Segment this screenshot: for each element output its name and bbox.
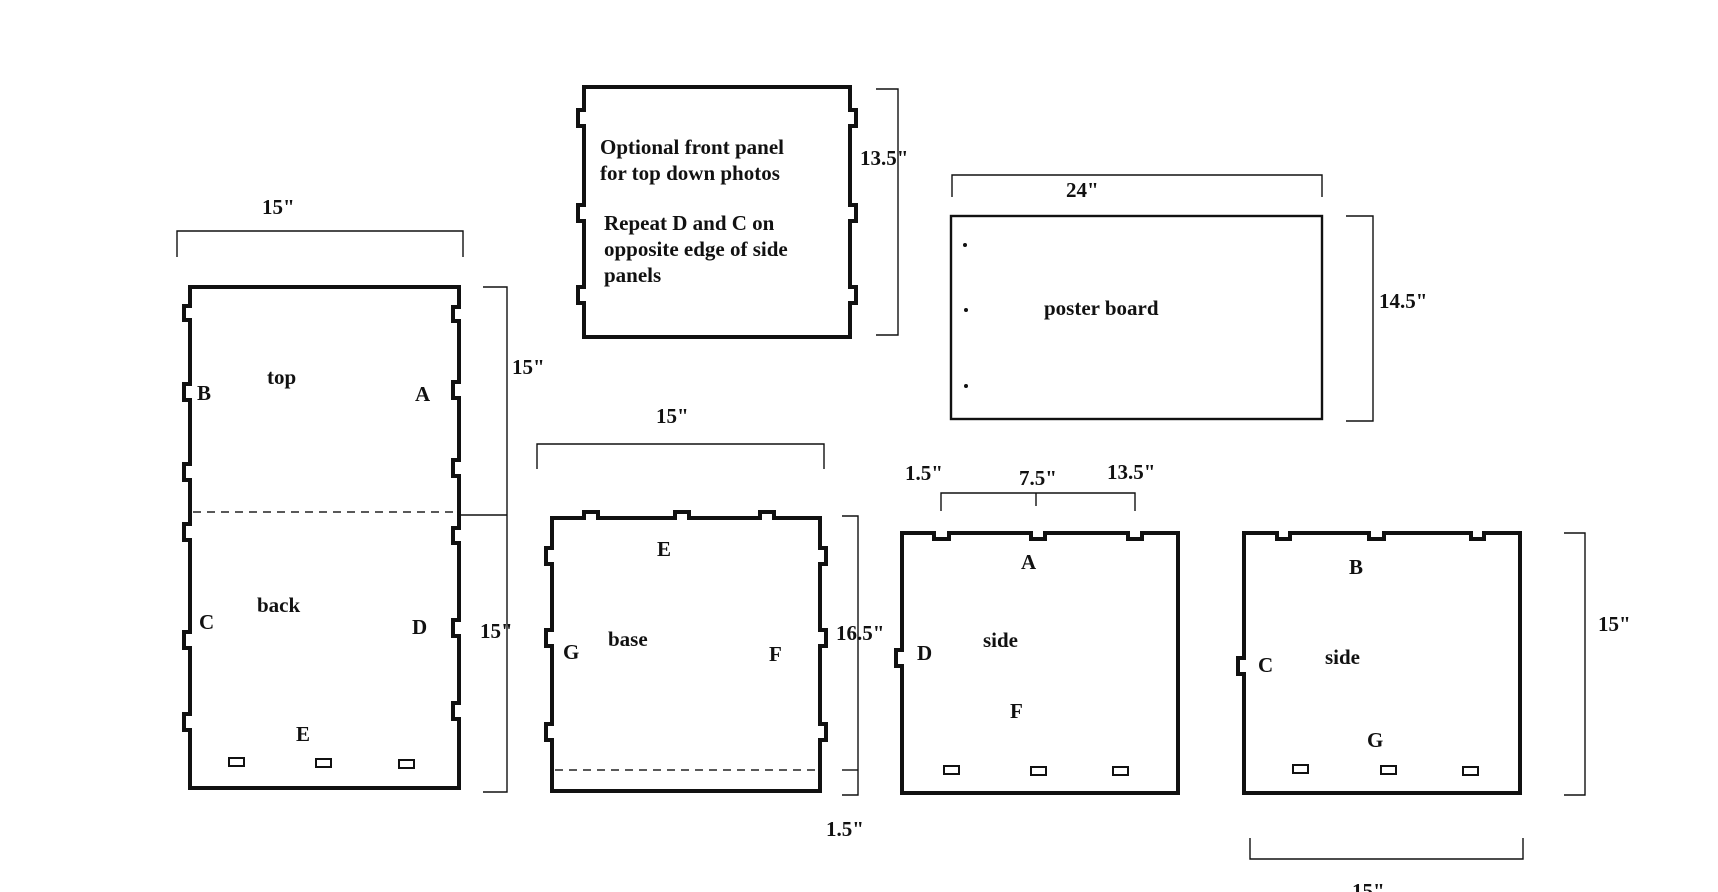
dimension-label-side-right: 13.5" [1107,460,1155,484]
slot-rect [228,757,245,767]
back-label: back [257,593,301,617]
letter-e: E [296,722,310,746]
dimension-bracket [876,88,899,336]
letter-f: F [1010,699,1023,723]
top-label: top [267,365,296,389]
letter-c: C [199,610,214,634]
slot-rect [1292,764,1309,774]
front-note-line2: for top down photos [600,161,780,185]
dimension-label-poster-height: 14.5" [1379,289,1427,313]
side1-label: side [983,628,1018,652]
dimension-label-back-height: 15" [480,619,513,643]
slot-rect [315,758,332,768]
dimension-bracket [940,492,1136,511]
letter-b: B [1349,555,1363,579]
base-panel: base E G F 15" 16.5" 1.5" [536,404,884,841]
dimension-label-side2-height: 15" [1598,612,1631,636]
hole-dot [964,384,968,388]
front-note-line1: Optional front panel [600,135,784,159]
dimension-label-side-mid: 7.5" [1019,466,1057,490]
hole-dot [963,243,967,247]
dimension-label-base-width: 15" [656,404,689,428]
dimension-bracket [951,174,1323,197]
top-back-outline [182,285,461,790]
repeat-note-line3: panels [604,263,661,287]
side2-outline [1236,531,1522,795]
dimension-label-side-left: 1.5" [905,461,943,485]
hole-dot [964,308,968,312]
dimension-bracket [1346,215,1374,422]
letter-d: D [917,641,932,665]
letter-b: B [197,381,211,405]
side2-label: side [1325,645,1360,669]
letter-a: A [415,382,431,406]
dimension-label-front-height: 13.5" [860,146,908,170]
base-outline [544,510,828,793]
slot-rect [1112,766,1129,776]
letter-e: E [657,537,671,561]
dimension-bracket [842,515,859,796]
side1-outline [894,531,1180,795]
dimension-label-base-flap: 1.5" [826,817,864,841]
dimension-label-side2-width: 15" [1352,879,1385,892]
dimension-label-base-height: 16.5" [836,621,884,645]
top-back-panel: top back B A C D E 15" 15" 15" [176,195,545,793]
side-panel-1: side A D F 1.5" 7.5" 13.5" [894,460,1180,795]
dimension-bracket [1249,838,1524,860]
letter-d: D [412,615,427,639]
base-label: base [608,627,648,651]
slot-rect [1030,766,1047,776]
letter-a: A [1021,550,1037,574]
repeat-note-line1: Repeat D and C on [604,211,775,235]
side-panel-2: side B C G 15" 15" [1236,531,1631,892]
letter-f: F [769,642,782,666]
slot-rect [1462,766,1479,776]
letter-c: C [1258,653,1273,677]
dimension-bracket [483,286,508,793]
poster-board: poster board 24" 14.5" [949,174,1427,422]
letter-g: G [563,640,579,664]
front-outline [576,85,858,339]
repeat-note-line2: opposite edge of side [604,237,788,261]
dimension-bracket [1564,532,1586,796]
slot-rect [943,765,960,775]
dimension-label-width: 15" [262,195,295,219]
front-panel: Optional front panel for top down photos… [576,85,908,339]
poster-outline [949,214,1324,421]
slot-rect [1380,765,1397,775]
poster-label: poster board [1044,296,1159,320]
dimension-label-poster-width: 24" [1066,178,1099,202]
letter-g: G [1367,728,1383,752]
dimension-label-top-height: 15" [512,355,545,379]
dimension-bracket [536,443,825,469]
slot-rect [398,759,415,769]
dimension-bracket [176,230,464,257]
